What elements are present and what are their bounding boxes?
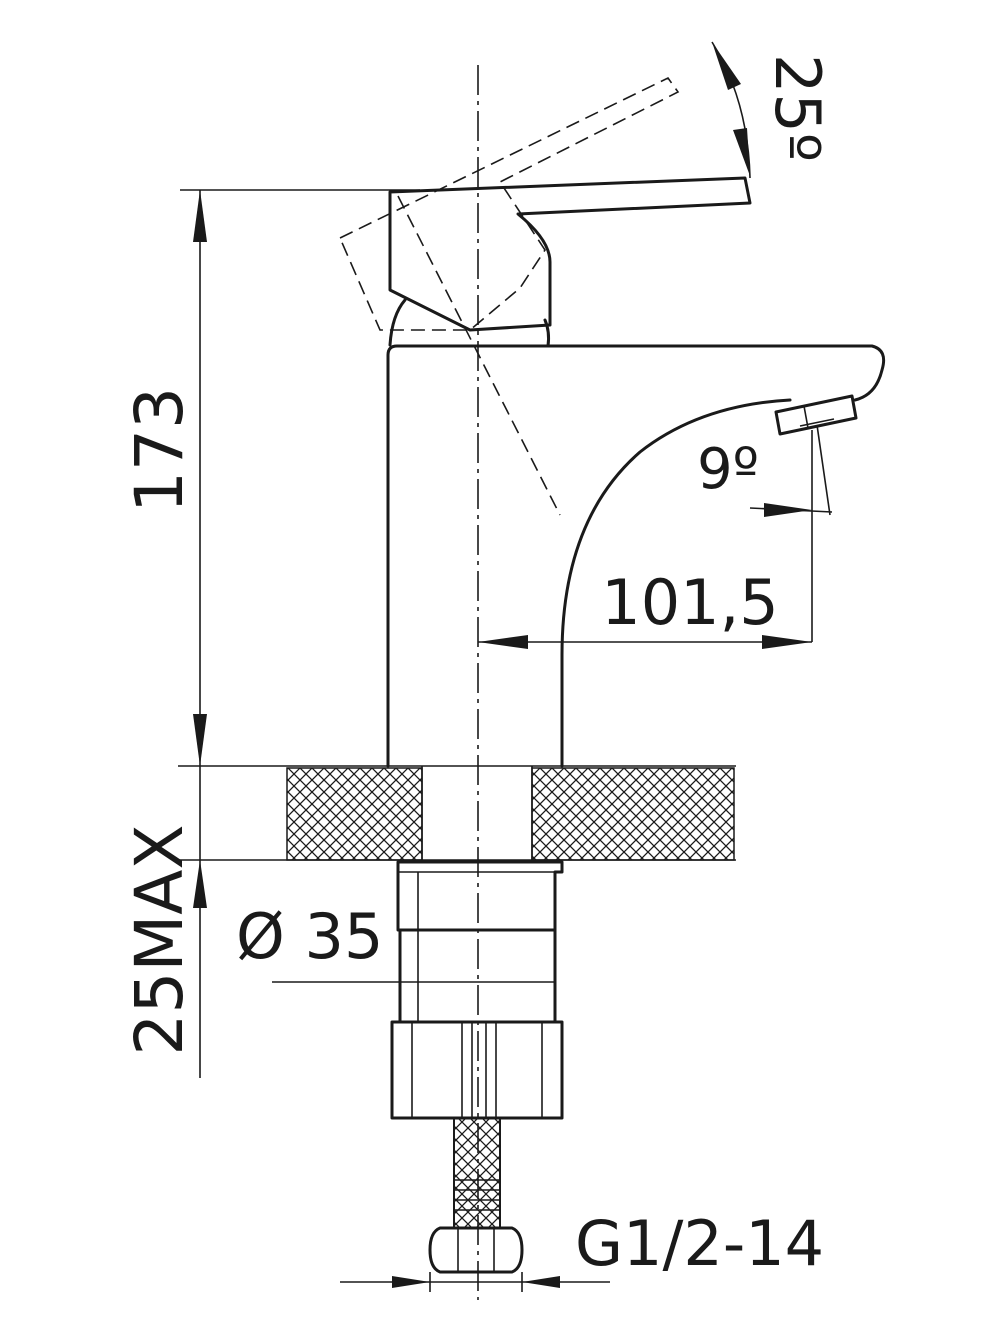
connection-thread-label: G1/2-14 [575, 1207, 824, 1280]
handle-base [388, 298, 551, 348]
countertop-section [178, 765, 736, 861]
aerator [774, 394, 858, 436]
dimension-connection-thread: G1/2-14 [340, 1207, 824, 1292]
faucet-body [386, 344, 886, 768]
lever-angle-label: 25º [761, 54, 834, 162]
lever-handle-open [338, 76, 680, 331]
spout-reach-label: 101,5 [601, 566, 779, 639]
diameter-label: Ø 35 [236, 900, 383, 973]
mounting-shank [390, 860, 564, 1120]
center-lines [397, 65, 561, 1300]
braided-hose [453, 1117, 501, 1229]
hex-nut [428, 1226, 524, 1274]
lever-handle [388, 176, 752, 332]
deck-thickness-label: 25MAX [121, 824, 198, 1055]
dimension-aerator-angle: 9º [697, 424, 833, 517]
dimension-lever-angle: 25º [711, 41, 834, 179]
aerator-angle-label: 9º [697, 437, 759, 502]
dimension-diameter: Ø 35 [236, 900, 555, 983]
height-label: 173 [121, 387, 198, 513]
dimension-spout-reach: 101,5 [478, 430, 813, 649]
dimension-deck-thickness: 25MAX [121, 766, 207, 1078]
dimension-height: 173 [121, 189, 420, 766]
